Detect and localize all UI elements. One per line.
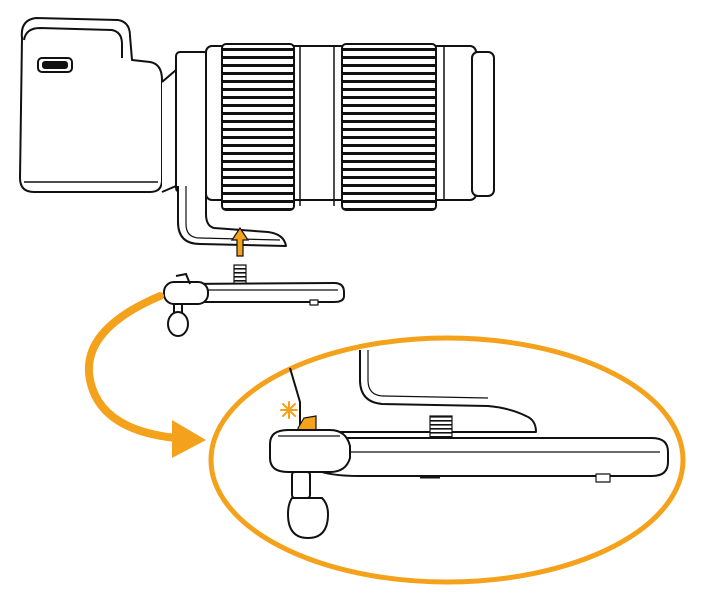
- enlarged-ball-key-icon: [269, 429, 351, 540]
- enlarged-tripod-foot-icon: [289, 350, 537, 433]
- rotation-star-icon: [280, 401, 298, 419]
- enlarged-screw-icon: [429, 415, 453, 441]
- curved-arrow-icon: [84, 292, 206, 458]
- ball-key-icon: [163, 272, 209, 337]
- arca-plate-icon: [179, 282, 345, 306]
- zoom-ring-icon: [221, 43, 295, 211]
- tripod-foot-icon: [177, 186, 287, 247]
- telephoto-lens-icon: [175, 43, 495, 211]
- up-arrow-icon: [230, 226, 250, 257]
- mounting-screw-icon: [233, 264, 247, 285]
- focus-ring-icon: [341, 43, 437, 211]
- enlarged-plate-icon: [305, 437, 669, 483]
- camera-body-icon: [19, 17, 177, 193]
- zoom-ellipse: [208, 335, 686, 585]
